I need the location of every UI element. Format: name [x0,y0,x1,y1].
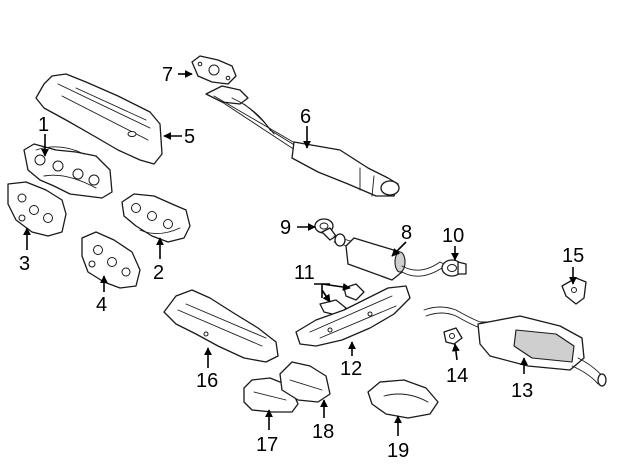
callout-5[interactable]: 5 [184,126,195,148]
callout-labels: 1 2 3 4 5 6 7 8 9 10 11 12 13 14 15 16 1… [19,64,584,462]
exhaust-manifold-part[interactable] [23,143,113,199]
heat-shield-part-4[interactable] [367,379,439,419]
callout-12[interactable]: 12 [340,358,362,380]
callout-17[interactable]: 17 [256,434,278,456]
callout-3[interactable]: 3 [19,253,30,275]
callout-8[interactable]: 8 [401,222,412,244]
callout-14[interactable]: 14 [446,365,468,387]
pipe-clamp-part[interactable] [314,218,337,241]
center-heat-shield-part[interactable] [295,285,411,347]
heat-shield-part[interactable] [163,289,279,363]
callout-19[interactable]: 19 [387,440,409,462]
callout-10[interactable]: 10 [442,225,464,247]
callout-4[interactable]: 4 [96,294,107,316]
callout-16[interactable]: 16 [196,370,218,392]
callout-2[interactable]: 2 [153,262,164,284]
pipe-clamp-part-2[interactable] [441,259,467,277]
center-pipe-resonator-part[interactable] [333,233,445,281]
callout-18[interactable]: 18 [312,421,334,443]
rear-hanger-part[interactable] [443,327,463,345]
exhaust-manifold-part-2[interactable] [121,193,191,243]
callout-arrows [23,70,577,436]
manifold-gasket-part[interactable] [7,181,67,237]
callout-9[interactable]: 9 [280,217,291,239]
front-pipe-part[interactable] [205,85,400,197]
manifold-gasket-part-2[interactable] [81,231,141,289]
callout-13[interactable]: 13 [511,380,533,402]
mounting-bracket-part[interactable] [561,277,587,305]
heat-shield-part-3[interactable] [279,361,331,403]
upper-heat-shield-part[interactable] [35,73,163,165]
callout-1[interactable]: 1 [38,114,49,136]
rear-muffler-part[interactable] [423,306,607,387]
callout-15[interactable]: 15 [562,245,584,267]
flange-gasket-part[interactable] [191,55,237,85]
callout-6[interactable]: 6 [300,106,311,128]
callout-11[interactable]: 11 [294,262,315,284]
callout-7[interactable]: 7 [162,64,173,86]
